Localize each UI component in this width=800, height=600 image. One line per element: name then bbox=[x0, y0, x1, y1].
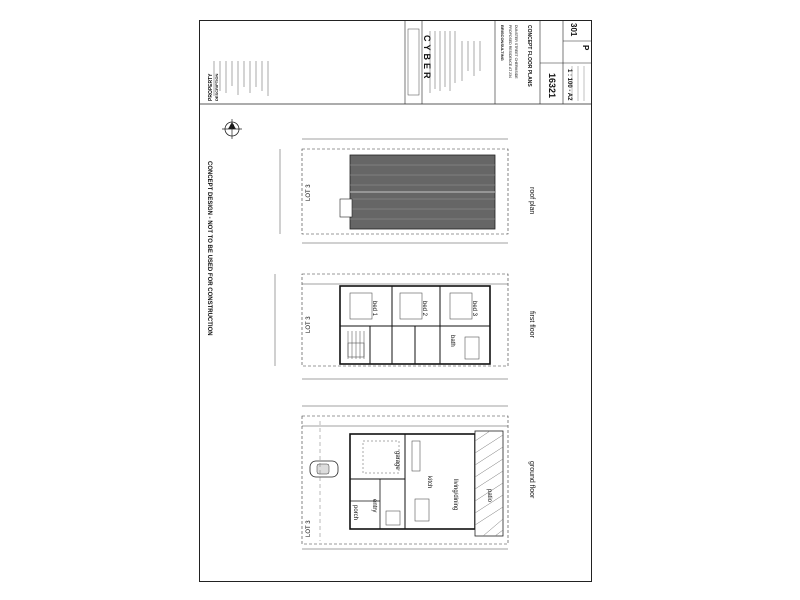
room-patio: patio bbox=[486, 489, 492, 503]
first-floor-lot: LOT 3 bbox=[306, 316, 312, 333]
drawing-sheet: PROPERTY DESCRIPTION CYBER BRISCONSULTIN… bbox=[199, 20, 592, 582]
room-bed-2: bed 2 bbox=[421, 301, 427, 317]
client-name: BRISCONSULTING bbox=[500, 25, 505, 61]
room-bed-1: bed 1 bbox=[371, 301, 377, 317]
ground-floor-caption: ground floor bbox=[528, 461, 535, 499]
scale-sheet: 1 : 100 - A2 bbox=[566, 69, 572, 101]
revision: P bbox=[581, 45, 590, 51]
first-floor-caption: first floor bbox=[528, 311, 535, 338]
address-line-2: DUNSTER STREET CHERMSIDE bbox=[514, 25, 518, 79]
room-entry: entry bbox=[371, 499, 377, 513]
roof-plan bbox=[279, 138, 509, 244]
concept-banner: CONCEPT DESIGN - NOT TO BE USED FOR CONS… bbox=[206, 161, 212, 336]
floor-plan-drawing bbox=[200, 21, 591, 550]
ground-floor-lot: LOT 3 bbox=[306, 520, 312, 537]
car-icon bbox=[309, 460, 339, 478]
room-porch: porch bbox=[352, 505, 358, 521]
drawing-number: 301 bbox=[569, 23, 578, 37]
room-living-dining: living/dining bbox=[452, 479, 458, 511]
room-kitch: kitch bbox=[426, 476, 432, 489]
first-floor-plan bbox=[274, 273, 509, 380]
property-subheading: DESCRIPTION bbox=[214, 73, 219, 101]
room-bath: bath bbox=[449, 335, 455, 347]
roof-lot: LOT 3 bbox=[306, 184, 312, 201]
sheet-title: CONCEPT FLOOR PLANS bbox=[526, 25, 532, 87]
company-logo: CYBER bbox=[422, 35, 432, 82]
north-label: N bbox=[230, 125, 235, 131]
ground-floor-plan bbox=[301, 405, 509, 550]
room-bed-3: bed 3 bbox=[471, 301, 477, 317]
project-number: 16321 bbox=[547, 73, 557, 99]
room-garage: garage bbox=[394, 451, 400, 470]
roof-plan-caption: roof plan bbox=[528, 187, 535, 215]
address-line-1: PROPOSED RESIDENCE AT 234 bbox=[508, 25, 512, 78]
